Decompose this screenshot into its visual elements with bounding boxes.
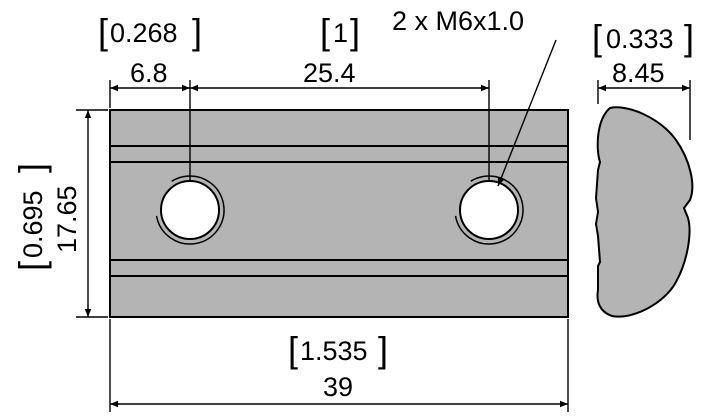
thread-callout: 2 x M6x1.0 — [392, 6, 524, 36]
front-view — [109, 109, 569, 318]
profile-width-mm: 8.45 — [612, 58, 665, 88]
bracket-close: ] — [378, 329, 388, 370]
hole1-offset-mm: 6.8 — [130, 58, 168, 88]
bracket-close: ] — [11, 163, 52, 173]
dimension-lines — [76, 39, 691, 412]
hole-spacing-mm: 25.4 — [303, 58, 356, 88]
bracket-open: [ — [320, 11, 330, 52]
bracket-close: ] — [684, 17, 694, 58]
bracket-open: [ — [288, 329, 298, 370]
bracket-open: [ — [592, 17, 602, 58]
bracket-close: ] — [192, 11, 202, 52]
length-mm: 39 — [323, 372, 353, 402]
hole-spacing-inch: 1 — [333, 18, 348, 48]
threaded-hole-1 — [155, 175, 225, 245]
bracket-open: [ — [98, 11, 108, 52]
hole1-offset-inch: 0.268 — [110, 18, 178, 48]
height-inch: 0.695 — [18, 190, 48, 258]
profile-width-inch: 0.333 — [606, 24, 674, 54]
side-profile-view — [594, 106, 694, 318]
length-inch: 1.535 — [300, 336, 368, 366]
bracket-close: ] — [350, 11, 360, 52]
height-mm: 17.65 — [52, 185, 82, 253]
bracket-open: [ — [11, 261, 52, 271]
profile-shape — [594, 106, 694, 318]
